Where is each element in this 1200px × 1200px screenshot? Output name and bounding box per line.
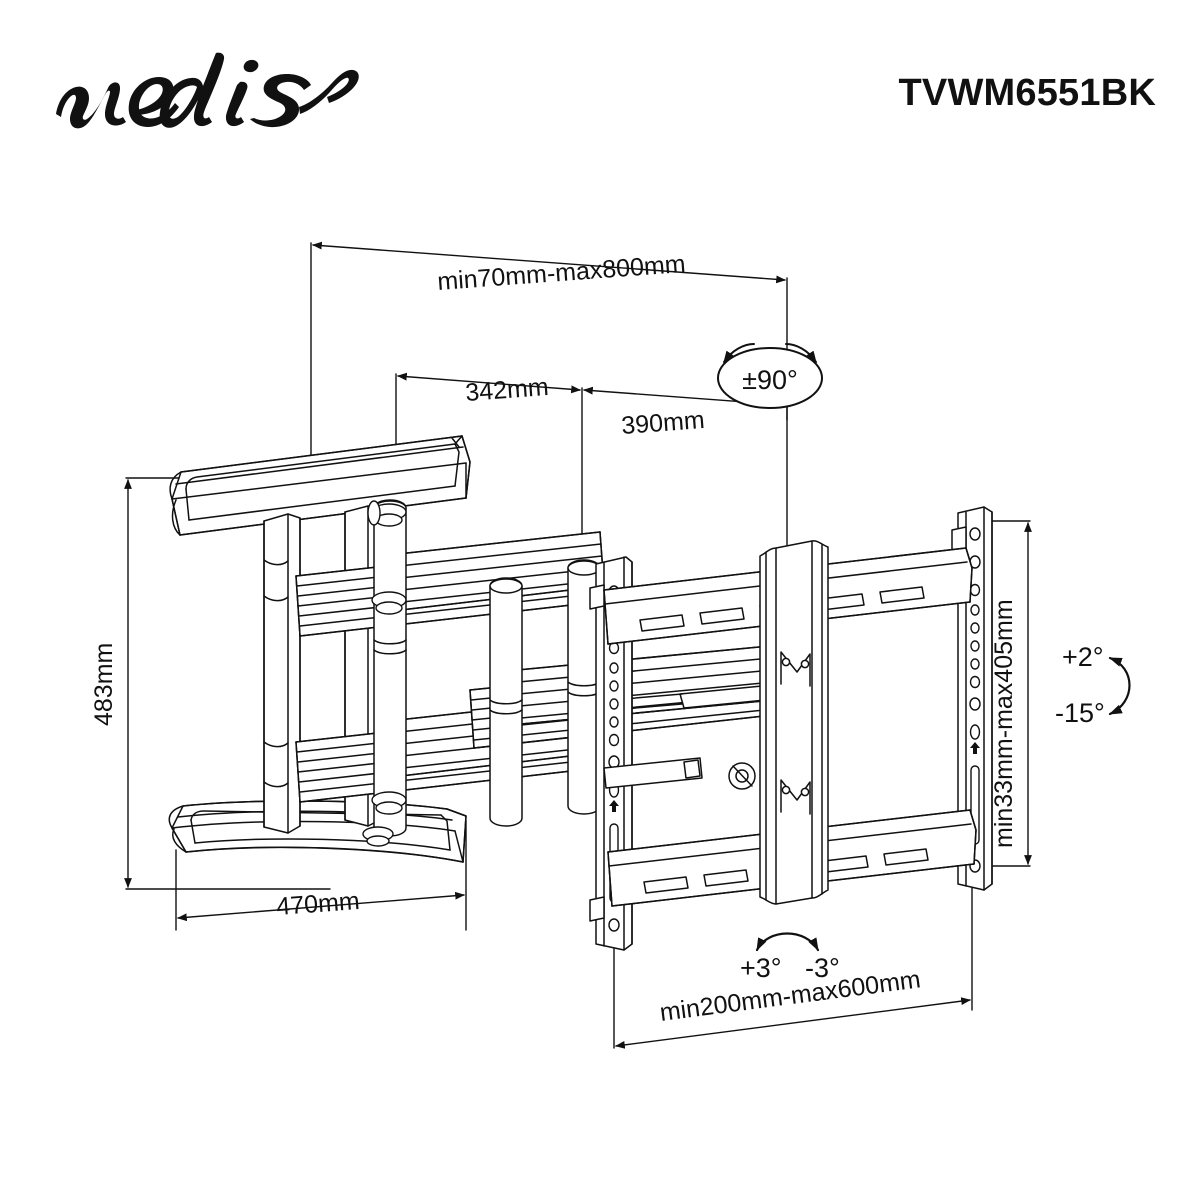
angle-label-tilt-down: -15° xyxy=(1055,698,1105,728)
product-code: TVWM6551BK xyxy=(898,72,1156,114)
dim-label-arm-segment-1: 342mm xyxy=(464,373,549,407)
dim-label-height-overall: 483mm xyxy=(90,643,118,726)
dim-label-plate-width: 470mm xyxy=(275,887,360,921)
angle-label-swivel: ±90° xyxy=(742,365,798,395)
dim-label-vesa-width-range: min200mm-max600mm xyxy=(658,965,922,1027)
angle-label-tilt-up: +2° xyxy=(1062,642,1104,672)
sheet-header: TVWM6551BK xyxy=(0,0,1200,160)
dim-label-arm-segment-2: 390mm xyxy=(620,406,705,440)
angle-label-roll-left: +3° xyxy=(740,953,782,983)
angle-label-roll-right: -3° xyxy=(805,953,840,983)
dim-label-vesa-height-range: min33mm-max405mm xyxy=(990,599,1018,848)
nedis-logo xyxy=(48,48,378,136)
